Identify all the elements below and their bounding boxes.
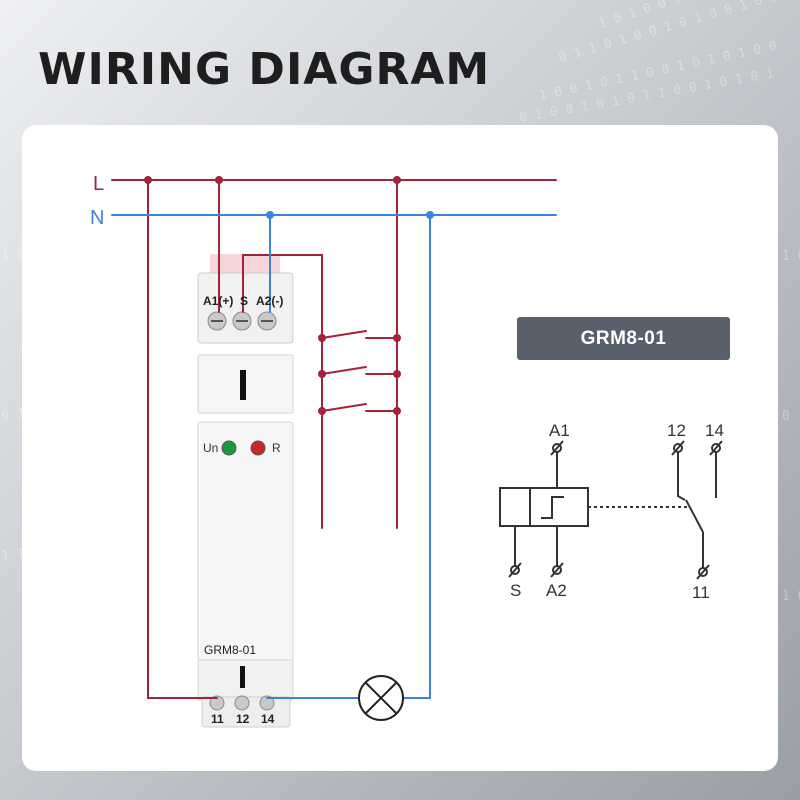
device-top-tab xyxy=(210,254,280,276)
live-line-label: L xyxy=(93,173,104,195)
schematic-label-14: 14 xyxy=(705,421,724,440)
terminal-label-a2: A2(-) xyxy=(256,294,283,308)
schematic-label-a2: A2 xyxy=(546,581,567,600)
timing-step-icon xyxy=(541,496,564,519)
junction-dot xyxy=(318,370,326,378)
terminal-symbol xyxy=(696,564,710,580)
coil-box xyxy=(499,487,589,527)
switch-1 xyxy=(321,330,367,339)
terminal-label-14: 14 xyxy=(261,712,275,726)
schematic-label-12: 12 xyxy=(667,421,686,440)
top-terminal-block xyxy=(197,272,294,344)
schematic-label-a1: A1 xyxy=(549,421,570,440)
led-r xyxy=(250,440,266,456)
neutral-wire-to-load xyxy=(403,214,431,699)
junction-dot xyxy=(144,176,152,184)
switch-3 xyxy=(321,403,367,412)
svg-text:1 0: 1 0 xyxy=(782,589,800,604)
terminal-label-11: 11 xyxy=(211,712,224,726)
led-un xyxy=(221,440,237,456)
device-bottom-slot xyxy=(240,666,245,688)
junction-dot xyxy=(393,176,401,184)
junction-dot xyxy=(266,211,274,219)
switch-2 xyxy=(321,366,367,375)
device-mid-slot xyxy=(240,370,246,400)
svg-text:0 1: 0 1 xyxy=(782,409,800,424)
indicator-label-un: Un xyxy=(203,441,218,455)
terminal-symbol xyxy=(550,562,564,578)
terminal-symbol xyxy=(671,440,685,456)
device-main-body xyxy=(197,421,294,663)
terminal-screw-14 xyxy=(259,695,275,711)
terminal-label-s: S xyxy=(240,294,248,308)
junction-dot xyxy=(426,211,434,219)
terminal-label-12: 12 xyxy=(236,712,250,726)
junction-dot xyxy=(215,176,223,184)
svg-text:1 0: 1 0 xyxy=(782,249,800,264)
terminal-screw-11 xyxy=(209,695,225,711)
junction-dot xyxy=(393,334,401,342)
page-title: WIRING DIAGRAM xyxy=(38,44,491,95)
schematic-label-s: S xyxy=(510,581,521,600)
terminal-symbol xyxy=(508,562,522,578)
neutral-line-label: N xyxy=(90,207,104,229)
junction-dot xyxy=(318,334,326,342)
device-bottom-module xyxy=(197,659,294,701)
contact-12-arm xyxy=(677,452,686,501)
relay-schematic-symbol xyxy=(499,450,717,570)
junction-dot xyxy=(318,407,326,415)
indicator-label-r: R xyxy=(272,441,281,455)
model-badge: GRM8-01 xyxy=(517,317,730,360)
junction-dot xyxy=(393,370,401,378)
lamp-icon xyxy=(358,675,404,721)
schematic-label-11: 11 xyxy=(692,583,710,602)
s-wire xyxy=(242,254,323,529)
terminal-symbol xyxy=(550,440,564,456)
terminal-label-a1: A1(+) xyxy=(203,294,233,308)
contact-switch-arm xyxy=(685,499,704,533)
terminal-symbol xyxy=(709,440,723,456)
terminal-screw-12 xyxy=(234,695,250,711)
device-model-label: GRM8-01 xyxy=(204,643,256,657)
junction-dot xyxy=(393,407,401,415)
